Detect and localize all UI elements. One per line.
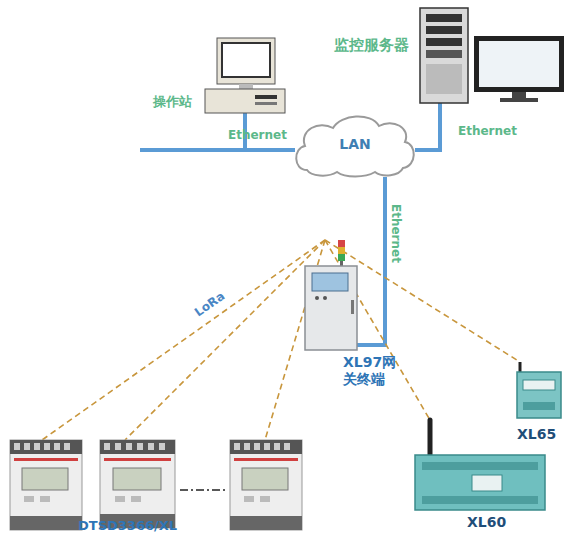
ethernet-link [415,103,440,150]
link-label: Ethernet [458,124,517,138]
device-icon [420,8,565,103]
network-device: 监控服务器 [420,8,565,103]
device-label: 监控服务器 [334,36,418,54]
network-device: XL65 [513,362,565,420]
device-icon [513,362,565,420]
meter-symbol [230,440,302,530]
device-label: DTSD3366/XL [78,518,198,534]
network-device: 操作站 [205,38,285,113]
ethernet-bus [140,148,245,152]
device-label: XL60 [467,514,517,531]
device-label: 操作站 [153,94,203,110]
link-label: Ethernet [389,204,403,263]
link-label: Ethernet [228,128,287,142]
lora-link [125,240,325,440]
ethernet-link [357,177,385,345]
network-device: XL97网 关终端 [305,240,357,350]
network-device: DTSD3366/XL [100,440,175,528]
network-device: LAN [295,112,415,177]
device-icon [305,240,357,350]
device-label: LAN [295,136,415,153]
device-icon [100,440,175,528]
meter-symbol [10,440,82,530]
device-label: XL97网 关终端 [343,354,401,388]
ellipsis-line [180,489,228,491]
device-icon [205,38,285,113]
device-label: XL65 [517,426,567,443]
lora-link [35,240,325,445]
protocol-label: LoRa [192,289,227,320]
